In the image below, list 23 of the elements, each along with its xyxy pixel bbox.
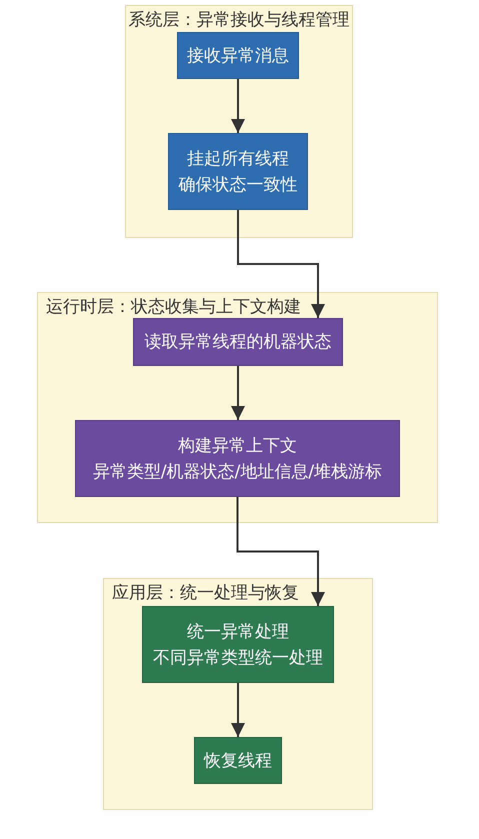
step-detail: 确保状态一致性 [178,174,298,196]
arrow [231,683,245,737]
step-title: 挂起所有线程 [187,148,289,170]
panel-title: 系统层：异常接收与线程管理 [128,9,350,31]
layer-panel [103,578,373,810]
step-detail: 不同异常类型统一处理 [153,646,323,670]
panel-title: 运行时层：状态收集与上下文构建 [46,296,301,318]
step-detail: 异常类型/机器状态/地址信息/堆栈游标 [92,460,382,484]
process-box [75,420,400,497]
arrow [237,210,325,318]
step-title: 统一异常处理 [187,620,289,644]
panel-title: 应用层：统一处理与恢复 [112,582,299,604]
arrow [236,497,325,606]
process-box [142,606,334,683]
layer-panel [37,292,438,523]
step-title: 构建异常上下文 [178,434,297,458]
layer-panel [125,5,353,238]
arrow [231,79,245,133]
process-box: 恢复线程 [194,737,282,784]
arrow [231,366,245,420]
process-box: 读取异常线程的机器状态 [133,318,343,366]
process-box: 接收异常消息 [177,32,299,79]
process-box [168,133,308,210]
